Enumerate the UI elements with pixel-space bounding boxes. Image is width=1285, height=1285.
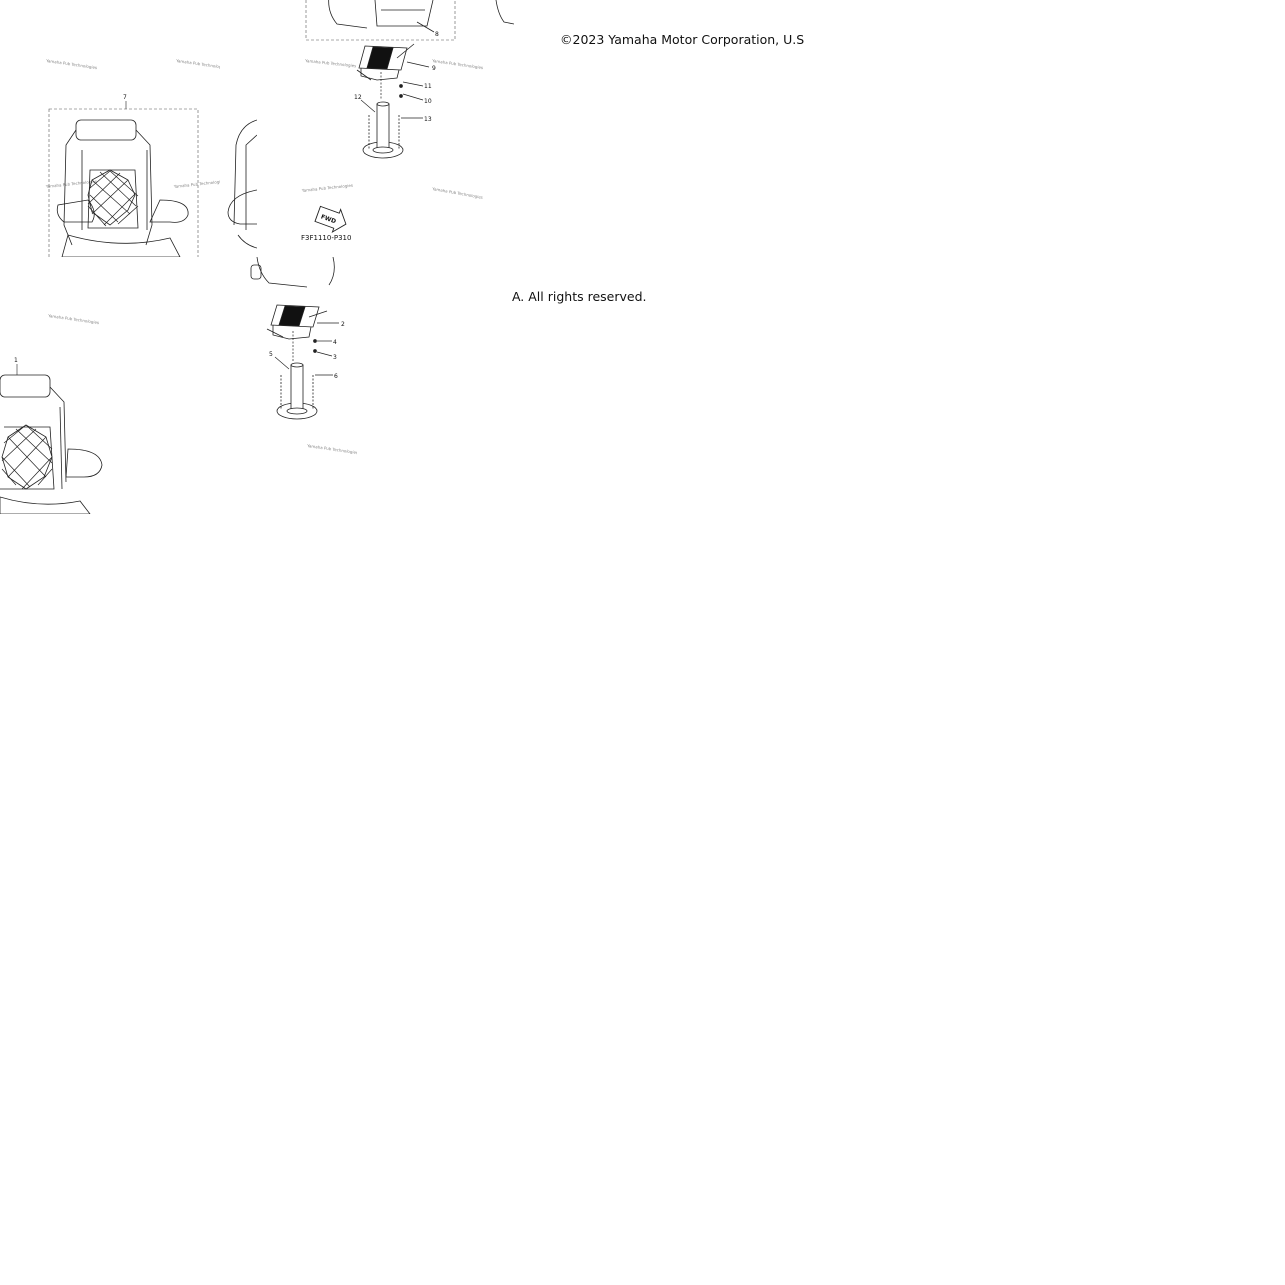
diagram-tile-partial-chair: [220, 0, 257, 257]
watermark: Yamaha Pub Technologies: [47, 313, 100, 325]
callout-7: 7: [123, 94, 127, 101]
callout-6: 6: [334, 373, 338, 380]
callout-10: 10: [424, 98, 432, 105]
watermark: Yamaha Pub Technologies: [431, 186, 483, 200]
diagram-tile-edge: [490, 0, 514, 257]
chair-7: [56, 119, 189, 257]
chair-1-drawing: Yamaha Pub Technologies 1: [0, 313, 103, 514]
diagram-tile-chair-7: Yamaha Pub Technologies Yamaha Pub Techn…: [0, 0, 257, 257]
callout-2: 2: [341, 321, 345, 328]
copyright-line-2-text: .A. All rights reserved.: [512, 289, 647, 304]
copyright-line-1: ©2023 Yamaha Motor Corporation, U.S: [560, 32, 805, 47]
chair-1: [0, 374, 103, 514]
watermark: Yamaha Pub Technologies: [301, 183, 354, 193]
assembly-box: [48, 108, 199, 257]
watermark: Yamaha Pub Technologies: [304, 58, 357, 68]
watermark: Yamaha Pub Technologies: [45, 179, 98, 189]
edge-drawing: [495, 0, 514, 25]
partial-chair-drawing: [227, 119, 257, 249]
diagram-tile-chair-1: Yamaha Pub Technologies 1: [0, 257, 110, 514]
pedestal-2-6-drawing: 2 4 3 5 6 Yamaha Pub Technologies: [250, 257, 357, 455]
callout-9: 9: [432, 65, 436, 72]
swivel-plate: [266, 304, 339, 340]
callout-11: 11: [424, 83, 432, 90]
callout-1: 1: [14, 357, 18, 364]
watermark: Yamaha Pub Technologies: [431, 58, 484, 70]
copyright-line-2: .A. All rights reserved.: [512, 289, 712, 304]
callout-3: 3: [333, 354, 337, 361]
watermark: Yamaha Pub Technologies: [306, 443, 357, 455]
callout-4: 4: [333, 339, 337, 346]
svg-text:FWD: FWD: [320, 213, 337, 225]
swivel-plate: [356, 43, 430, 81]
pedestal-post: [362, 101, 404, 159]
diagram-tile-pedestal-8-13: 8 Yamaha Pub Technologies Yamaha Pub Tec…: [257, 0, 514, 257]
chair-7-drawing: Yamaha Pub Technologies Yamaha Pub Techn…: [45, 58, 227, 257]
callout-8: 8: [435, 31, 439, 38]
pedestal-post: [276, 362, 318, 420]
watermark: Yamaha Pub Technologies: [45, 58, 98, 70]
callout-5: 5: [269, 351, 273, 358]
diagram-tile-pedestal-2-6: 2 4 3 5 6 Yamaha Pub Technologies: [237, 257, 357, 514]
drawing-code: F3F1110-P310: [301, 234, 351, 242]
watermark: Yamaha Pub Technologies: [173, 179, 226, 189]
pedestal-8-13-drawing: 8 Yamaha Pub Technologies Yamaha Pub Tec…: [301, 0, 484, 242]
callout-13: 13: [424, 116, 432, 123]
fwd-arrow-icon: FWD: [314, 205, 347, 234]
callout-12: 12: [354, 94, 362, 101]
